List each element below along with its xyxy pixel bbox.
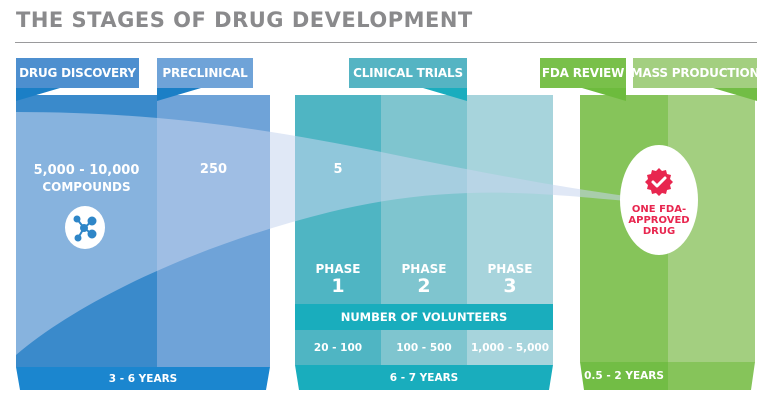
- page-title: THE STAGES OF DRUG DEVELOPMENT: [16, 8, 473, 32]
- phase-1-volunteers: 20 - 100: [295, 331, 381, 364]
- banner-tail-icon: [423, 88, 467, 101]
- stage-banner-mass-production: MASS PRODUCTION: [631, 58, 760, 88]
- phase-number: 2: [417, 275, 431, 297]
- volunteers-header: NUMBER OF VOLUNTEERS: [295, 304, 553, 330]
- discovery-unit: COMPOUNDS: [42, 180, 131, 194]
- banner-tail-icon: [713, 88, 757, 101]
- banner-tail-icon: [16, 88, 60, 101]
- phase-word: PHASE: [315, 262, 361, 276]
- approved-drug-badge: [620, 145, 698, 255]
- stage-banner-preclinical: PRECLINICAL: [157, 58, 253, 88]
- approved-badge-icon: [644, 167, 674, 197]
- phase-word: PHASE: [487, 262, 533, 276]
- result-line: ONE FDA-: [631, 204, 687, 215]
- phase-3-label: PHASE 3: [467, 262, 553, 296]
- banner-tail-icon: [157, 88, 201, 101]
- result-line: APPROVED: [628, 215, 690, 226]
- title-underline: [15, 42, 757, 43]
- result-line: DRUG: [642, 226, 676, 237]
- phase-2-label: PHASE 2: [381, 262, 467, 296]
- phase-1-label: PHASE 1: [295, 262, 381, 296]
- stage-banner-clinical-trials: CLINICAL TRIALS: [349, 58, 467, 88]
- duration-clinical: 6 - 7 YEARS: [389, 371, 459, 384]
- stage-banner-drug-discovery: DRUG DISCOVERY: [16, 58, 139, 88]
- phase-2-volunteers: 100 - 500: [381, 331, 467, 364]
- molecule-icon: [65, 206, 105, 249]
- clinical-count: 5: [333, 162, 343, 177]
- phase-3-volunteers: 1,000 - 5,000: [467, 331, 553, 364]
- stage-banner-fda-review: FDA REVIEW: [540, 58, 626, 88]
- banner-tail-icon: [582, 88, 626, 101]
- discovery-count: 5,000 - 10,000 COMPOUNDS: [16, 162, 157, 196]
- phase-word: PHASE: [401, 262, 447, 276]
- duration-discovery-preclinical: 3 - 6 YEARS: [108, 372, 178, 385]
- discovery-value: 5,000 - 10,000: [33, 163, 140, 178]
- approved-drug-label: ONE FDA- APPROVED DRUG: [620, 204, 698, 237]
- duration-fda-mass: 0.5 - 2 YEARS: [584, 370, 664, 382]
- phase-number: 3: [503, 275, 517, 297]
- phase-number: 1: [331, 275, 345, 297]
- preclinical-count: 250: [199, 162, 228, 177]
